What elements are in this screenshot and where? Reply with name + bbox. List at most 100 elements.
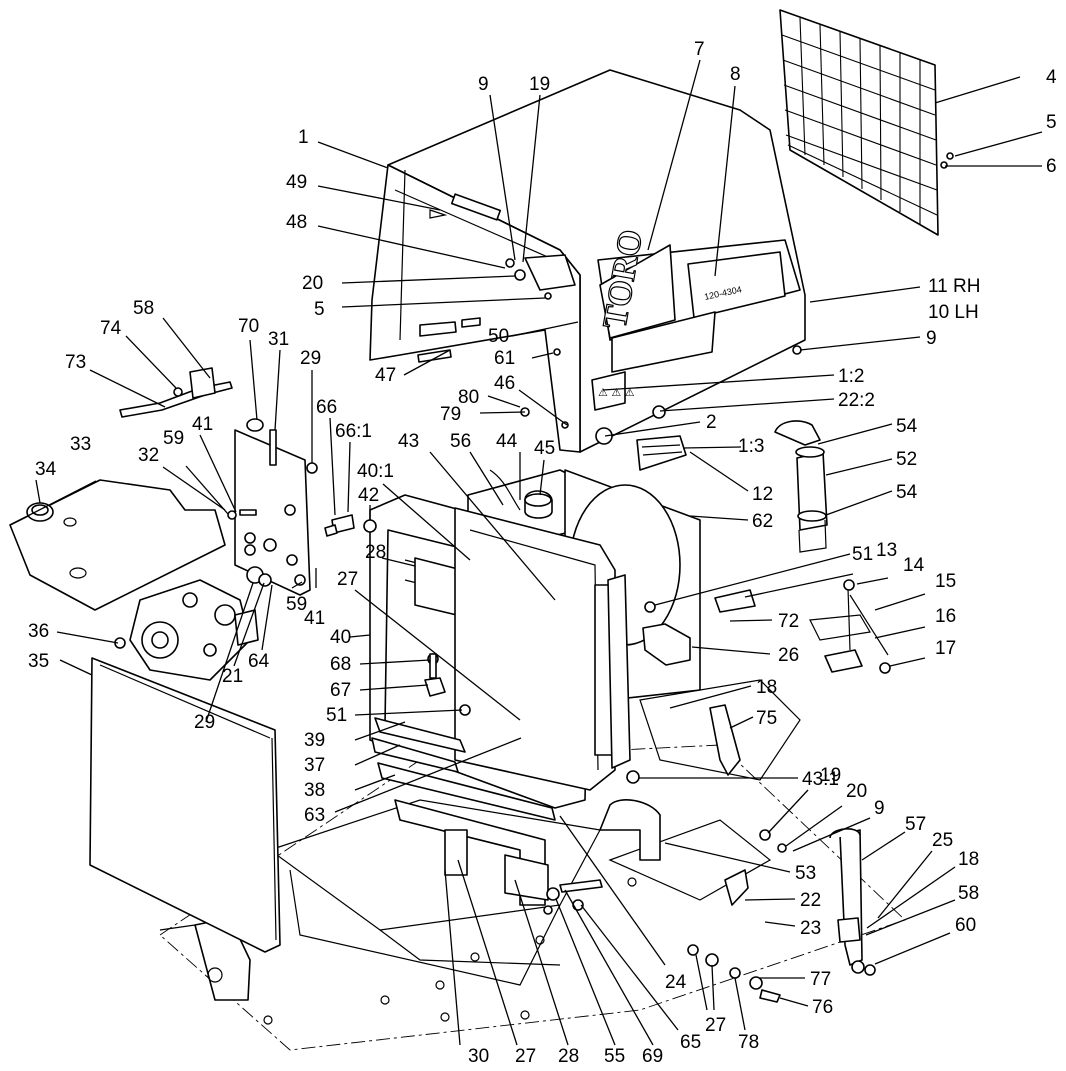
callout-19: 19 bbox=[529, 74, 550, 95]
callout-23: 23 bbox=[800, 918, 821, 939]
callout-17: 17 bbox=[935, 638, 956, 659]
callout-72: 72 bbox=[778, 611, 799, 632]
callout-29: 29 bbox=[300, 348, 321, 369]
callout-labels: 1 49 48 20 5 9 19 7 8 4 5 6 11 RH 10 LH … bbox=[28, 39, 1057, 1067]
callout-11-rh: 11 RH bbox=[928, 276, 980, 297]
callout-1-3: 1:3 bbox=[738, 436, 764, 457]
mount-bracket bbox=[234, 418, 318, 596]
callout-59: 59 bbox=[163, 428, 184, 449]
callout-54: 54 bbox=[896, 416, 918, 437]
callout-24: 24 bbox=[665, 972, 687, 993]
callout-80: 80 bbox=[458, 387, 479, 408]
callout-32: 32 bbox=[138, 445, 159, 466]
callout-35: 35 bbox=[28, 651, 49, 672]
callout-20: 20 bbox=[302, 273, 323, 294]
radiator-core bbox=[454, 507, 631, 791]
callout-4: 4 bbox=[1046, 67, 1057, 88]
callout-36: 36 bbox=[28, 621, 49, 642]
callout-79: 79 bbox=[440, 404, 461, 425]
callout-38: 38 bbox=[304, 780, 325, 801]
callout-18: 18 bbox=[958, 849, 979, 870]
callout-5: 5 bbox=[1046, 112, 1057, 133]
callout-40: 40 bbox=[330, 627, 351, 648]
callout-66-1: 66:1 bbox=[335, 421, 372, 442]
callout-70: 70 bbox=[238, 316, 259, 337]
callout-21: 21 bbox=[222, 666, 243, 687]
callout-27: 27 bbox=[337, 569, 358, 590]
callout-52: 52 bbox=[896, 449, 917, 470]
callout-40-1: 40:1 bbox=[357, 461, 394, 482]
callout-22: 22 bbox=[800, 890, 821, 911]
callout-43: 43 bbox=[398, 431, 419, 452]
callout-59: 59 bbox=[286, 594, 307, 615]
callout-61: 61 bbox=[494, 348, 515, 369]
callout-78: 78 bbox=[738, 1032, 759, 1053]
callout-44: 44 bbox=[496, 431, 518, 452]
callout-45: 45 bbox=[534, 438, 555, 459]
callout-53: 53 bbox=[795, 863, 816, 884]
callout-33: 33 bbox=[70, 434, 91, 455]
callout-12: 12 bbox=[752, 484, 773, 505]
callout-28: 28 bbox=[558, 1046, 579, 1067]
callout-67: 67 bbox=[330, 680, 351, 701]
callout-75: 75 bbox=[756, 708, 777, 729]
callout-30: 30 bbox=[468, 1046, 489, 1067]
callout-51: 51 bbox=[326, 705, 347, 726]
callout-58: 58 bbox=[133, 298, 154, 319]
callout-2: 2 bbox=[706, 412, 717, 433]
callout-6: 6 bbox=[1046, 156, 1057, 177]
right-side-hardware bbox=[543, 579, 891, 1003]
callout-31: 31 bbox=[268, 329, 289, 350]
callout-28: 28 bbox=[365, 542, 386, 563]
callout-74: 74 bbox=[100, 318, 122, 339]
hood: TORO 120-4304 ⚠ ⚠ ⚠ bbox=[369, 69, 806, 453]
callout-34: 34 bbox=[35, 459, 57, 480]
callout-42: 42 bbox=[358, 485, 379, 506]
callout-43-1: 43:1 bbox=[802, 769, 839, 790]
callout-56: 56 bbox=[450, 431, 471, 452]
callout-63: 63 bbox=[304, 805, 325, 826]
callout-73: 73 bbox=[65, 352, 86, 373]
callout-66: 66 bbox=[316, 397, 337, 418]
callout-13: 13 bbox=[876, 540, 897, 561]
callout-9: 9 bbox=[478, 74, 489, 95]
callout-25: 25 bbox=[932, 830, 953, 851]
callout-57: 57 bbox=[905, 814, 926, 835]
callout-1-2: 1:2 bbox=[838, 366, 864, 387]
callout-46: 46 bbox=[494, 373, 515, 394]
callout-76: 76 bbox=[812, 997, 833, 1018]
pump-bracket-plate bbox=[9, 479, 226, 611]
callout-14: 14 bbox=[903, 555, 925, 576]
callout-47: 47 bbox=[375, 365, 396, 386]
callout-10-lh: 10 LH bbox=[928, 302, 979, 323]
side-panel bbox=[89, 657, 281, 953]
callout-64: 64 bbox=[248, 651, 270, 672]
rear-grille bbox=[779, 9, 954, 236]
callout-27: 27 bbox=[705, 1015, 726, 1036]
callout-68: 68 bbox=[330, 654, 351, 675]
callout-62: 62 bbox=[752, 511, 773, 532]
callout-51: 51 bbox=[852, 544, 873, 565]
callout-5: 5 bbox=[314, 299, 325, 320]
callout-9: 9 bbox=[874, 798, 885, 819]
callout-leaders bbox=[9, 59, 1043, 1046]
callout-1: 1 bbox=[298, 127, 309, 148]
callout-16: 16 bbox=[935, 606, 956, 627]
callout-41: 41 bbox=[192, 414, 213, 435]
callout-65: 65 bbox=[680, 1032, 701, 1053]
callout-69: 69 bbox=[642, 1046, 663, 1067]
callout-37: 37 bbox=[304, 755, 325, 776]
air-intake-hose bbox=[774, 420, 828, 553]
hydraulic-pump bbox=[129, 579, 259, 681]
callout-39: 39 bbox=[304, 730, 325, 751]
callout-49: 49 bbox=[286, 172, 307, 193]
callout-58: 58 bbox=[958, 883, 979, 904]
callout-50: 50 bbox=[488, 326, 509, 347]
callout-20: 20 bbox=[846, 781, 867, 802]
callout-54: 54 bbox=[896, 482, 918, 503]
callout-55: 55 bbox=[604, 1046, 625, 1067]
callout-19: 19 bbox=[820, 765, 841, 786]
callout-22-2: 22:2 bbox=[838, 390, 875, 411]
